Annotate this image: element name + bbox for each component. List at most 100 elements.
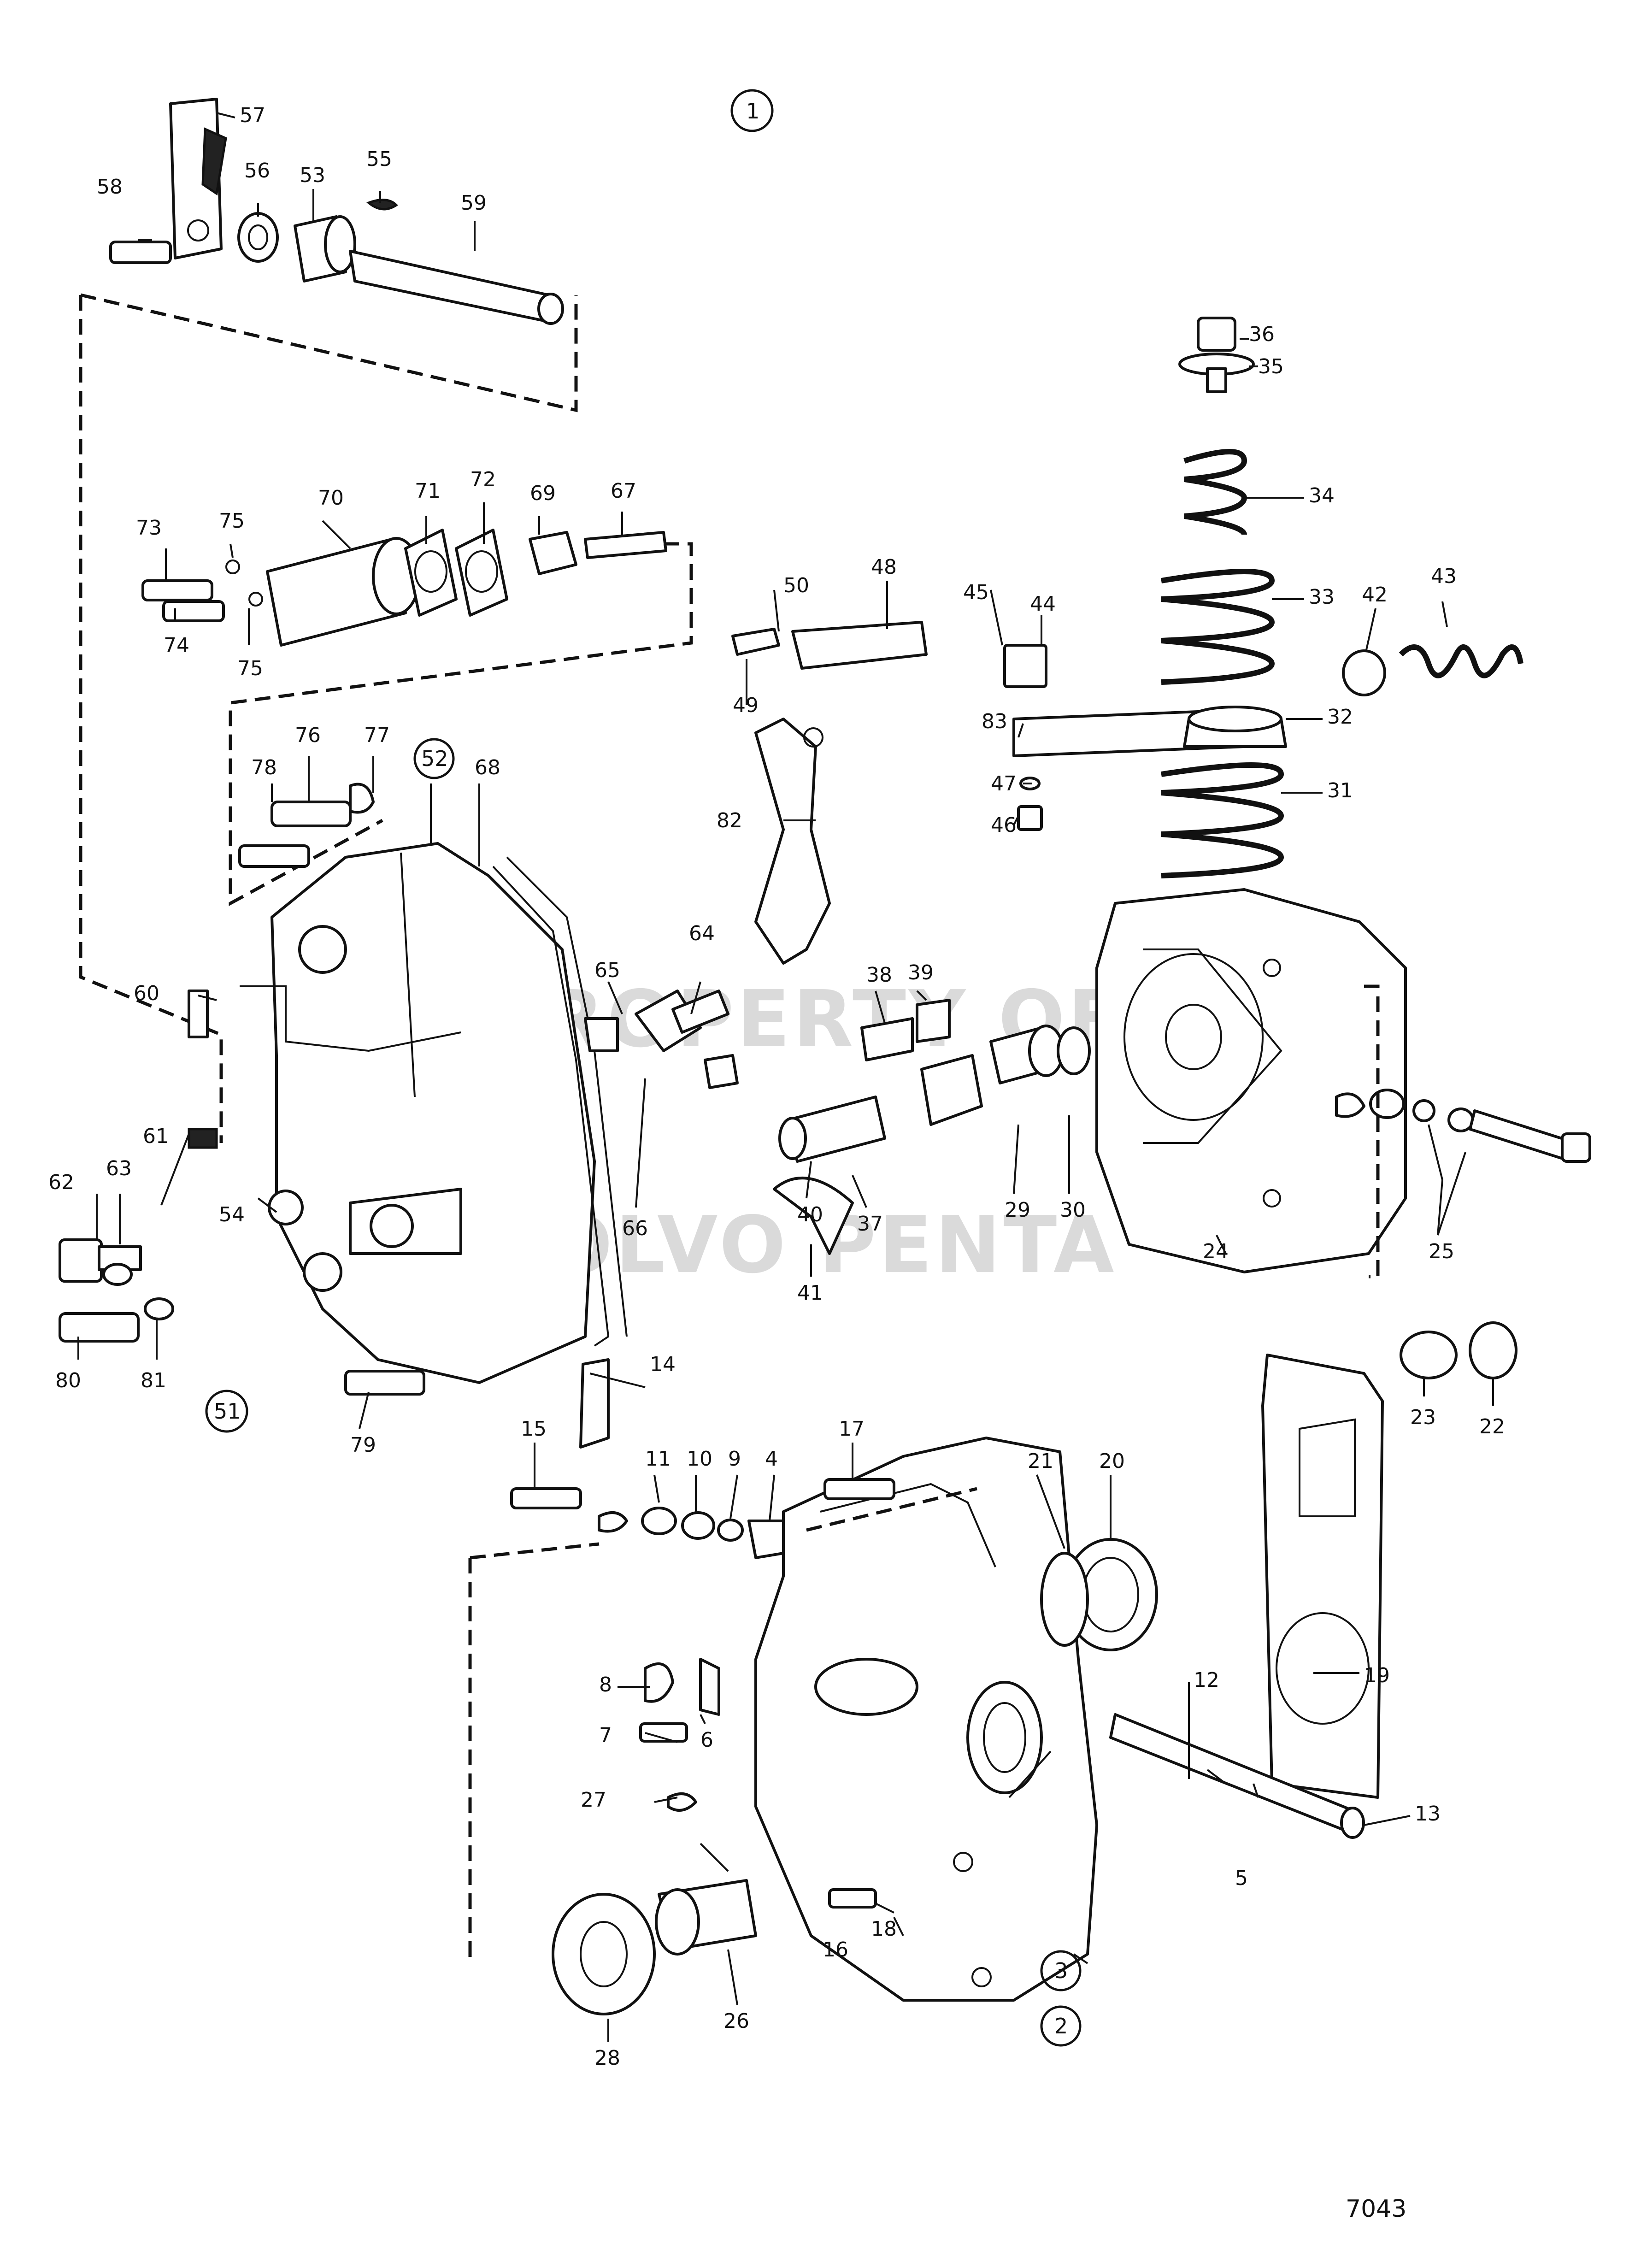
callout-47: 47 — [991, 772, 1017, 795]
callout-82: 82 — [717, 809, 742, 832]
callout-22: 22 — [1479, 1415, 1505, 1438]
callout-74: 74 — [164, 634, 189, 657]
dashed-link-cylinder — [229, 542, 693, 906]
dashed-link-governor — [1364, 984, 1380, 1278]
callout-4: 4 — [765, 1447, 778, 1471]
callout-27: 27 — [581, 1788, 606, 1812]
callout-64: 64 — [689, 922, 715, 945]
callout-7: 7 — [599, 1724, 612, 1747]
assembly-ref-2: 2 — [1054, 2014, 1068, 2038]
callout-labels: 57 58 56 53 55 59 73 75 70 71 72 69 67 7… — [48, 104, 1505, 2070]
callout-68: 68 — [475, 756, 500, 779]
callout-48: 48 — [871, 555, 897, 579]
assembly-ref-1: 1 — [746, 99, 759, 124]
callout-44: 44 — [1030, 592, 1056, 616]
callout-25: 25 — [1429, 1240, 1454, 1263]
assembly-ref-52: 52 — [421, 746, 448, 771]
callout-41: 41 — [797, 1281, 823, 1305]
callout-57: 57 — [240, 104, 265, 127]
callout-35: 35 — [1258, 355, 1284, 378]
assembly-ref-3: 3 — [1054, 1958, 1068, 1983]
lever-shaft-group — [109, 98, 564, 325]
callout-67: 67 — [611, 479, 636, 503]
callout-10: 10 — [687, 1447, 712, 1471]
callout-46: 46 — [991, 813, 1017, 837]
callout-38: 38 — [866, 963, 892, 987]
callout-66: 66 — [622, 1217, 648, 1240]
callout-49: 49 — [733, 694, 759, 717]
governor-spring-stack — [1161, 317, 1523, 878]
callout-8: 8 — [599, 1673, 612, 1697]
callout-33: 33 — [1309, 585, 1335, 609]
callout-63: 63 — [106, 1157, 132, 1180]
front-cover-housing — [59, 783, 628, 1396]
callout-17: 17 — [839, 1417, 865, 1441]
callout-58: 58 — [97, 175, 123, 199]
callout-60: 60 — [134, 982, 159, 1005]
callout-59: 59 — [461, 191, 487, 215]
callout-83: 83 — [982, 710, 1007, 733]
callout-43: 43 — [1431, 565, 1457, 588]
leader-lines — [77, 112, 1494, 2042]
callout-73: 73 — [136, 516, 162, 540]
callout-76: 76 — [295, 724, 321, 747]
callout-40: 40 — [797, 1203, 823, 1226]
callout-53: 53 — [300, 164, 325, 187]
callout-16: 16 — [823, 1938, 848, 1962]
assembly-ref-51: 51 — [214, 1399, 241, 1424]
callout-71: 71 — [415, 479, 441, 503]
callout-55: 55 — [366, 147, 392, 171]
callout-18: 18 — [871, 1917, 897, 1941]
callout-54: 54 — [219, 1203, 245, 1226]
callout-11: 11 — [645, 1447, 671, 1471]
callout-6: 6 — [700, 1728, 713, 1752]
callout-45: 45 — [963, 581, 989, 604]
callout-72: 72 — [470, 468, 496, 491]
callout-20: 20 — [1099, 1449, 1125, 1473]
callout-37: 37 — [857, 1212, 883, 1236]
callout-31: 31 — [1327, 779, 1353, 802]
callout-21: 21 — [1028, 1449, 1053, 1473]
callout-34: 34 — [1309, 484, 1335, 507]
cylinder-group — [141, 529, 667, 647]
callout-26: 26 — [723, 2009, 749, 2033]
callout-32: 32 — [1327, 705, 1353, 729]
callout-29: 29 — [1005, 1198, 1030, 1222]
callout-9: 9 — [728, 1447, 741, 1471]
callout-24: 24 — [1203, 1240, 1229, 1263]
callout-42: 42 — [1362, 583, 1388, 607]
callout-50: 50 — [783, 574, 809, 597]
callout-23: 23 — [1410, 1406, 1436, 1429]
callout-70: 70 — [318, 486, 344, 510]
callout-79: 79 — [350, 1433, 376, 1457]
callout-62: 62 — [48, 1171, 74, 1194]
callout-39: 39 — [908, 961, 934, 984]
callout-80: 80 — [55, 1369, 81, 1392]
callout-77: 77 — [364, 724, 390, 747]
dashed-link-shaft — [79, 293, 578, 1143]
callout-5: 5 — [1235, 1867, 1248, 1890]
callout-69: 69 — [530, 482, 556, 505]
callout-15: 15 — [521, 1417, 547, 1441]
callout-61: 61 — [143, 1125, 169, 1148]
callout-75-bottom: 75 — [237, 657, 263, 680]
center-small-parts — [584, 990, 1091, 1255]
callout-78: 78 — [251, 756, 277, 779]
callout-13: 13 — [1415, 1802, 1441, 1826]
callout-81: 81 — [141, 1369, 166, 1392]
assembly-references: 1 52 51 3 2 — [205, 89, 1082, 2047]
callout-12: 12 — [1194, 1668, 1219, 1692]
callout-28: 28 — [594, 2046, 620, 2070]
callout-14: 14 — [650, 1353, 676, 1376]
gear-housing — [510, 1321, 1517, 2015]
callout-36: 36 — [1249, 323, 1275, 346]
callout-30: 30 — [1060, 1198, 1086, 1222]
document-number: 7043 — [1346, 2195, 1406, 2223]
callout-65: 65 — [594, 959, 620, 982]
callout-56: 56 — [244, 159, 270, 183]
dashed-link-housing — [468, 1487, 977, 1959]
governor-housing — [1095, 888, 1591, 1273]
callout-19: 19 — [1364, 1664, 1390, 1687]
callout-75-top: 75 — [219, 509, 245, 533]
